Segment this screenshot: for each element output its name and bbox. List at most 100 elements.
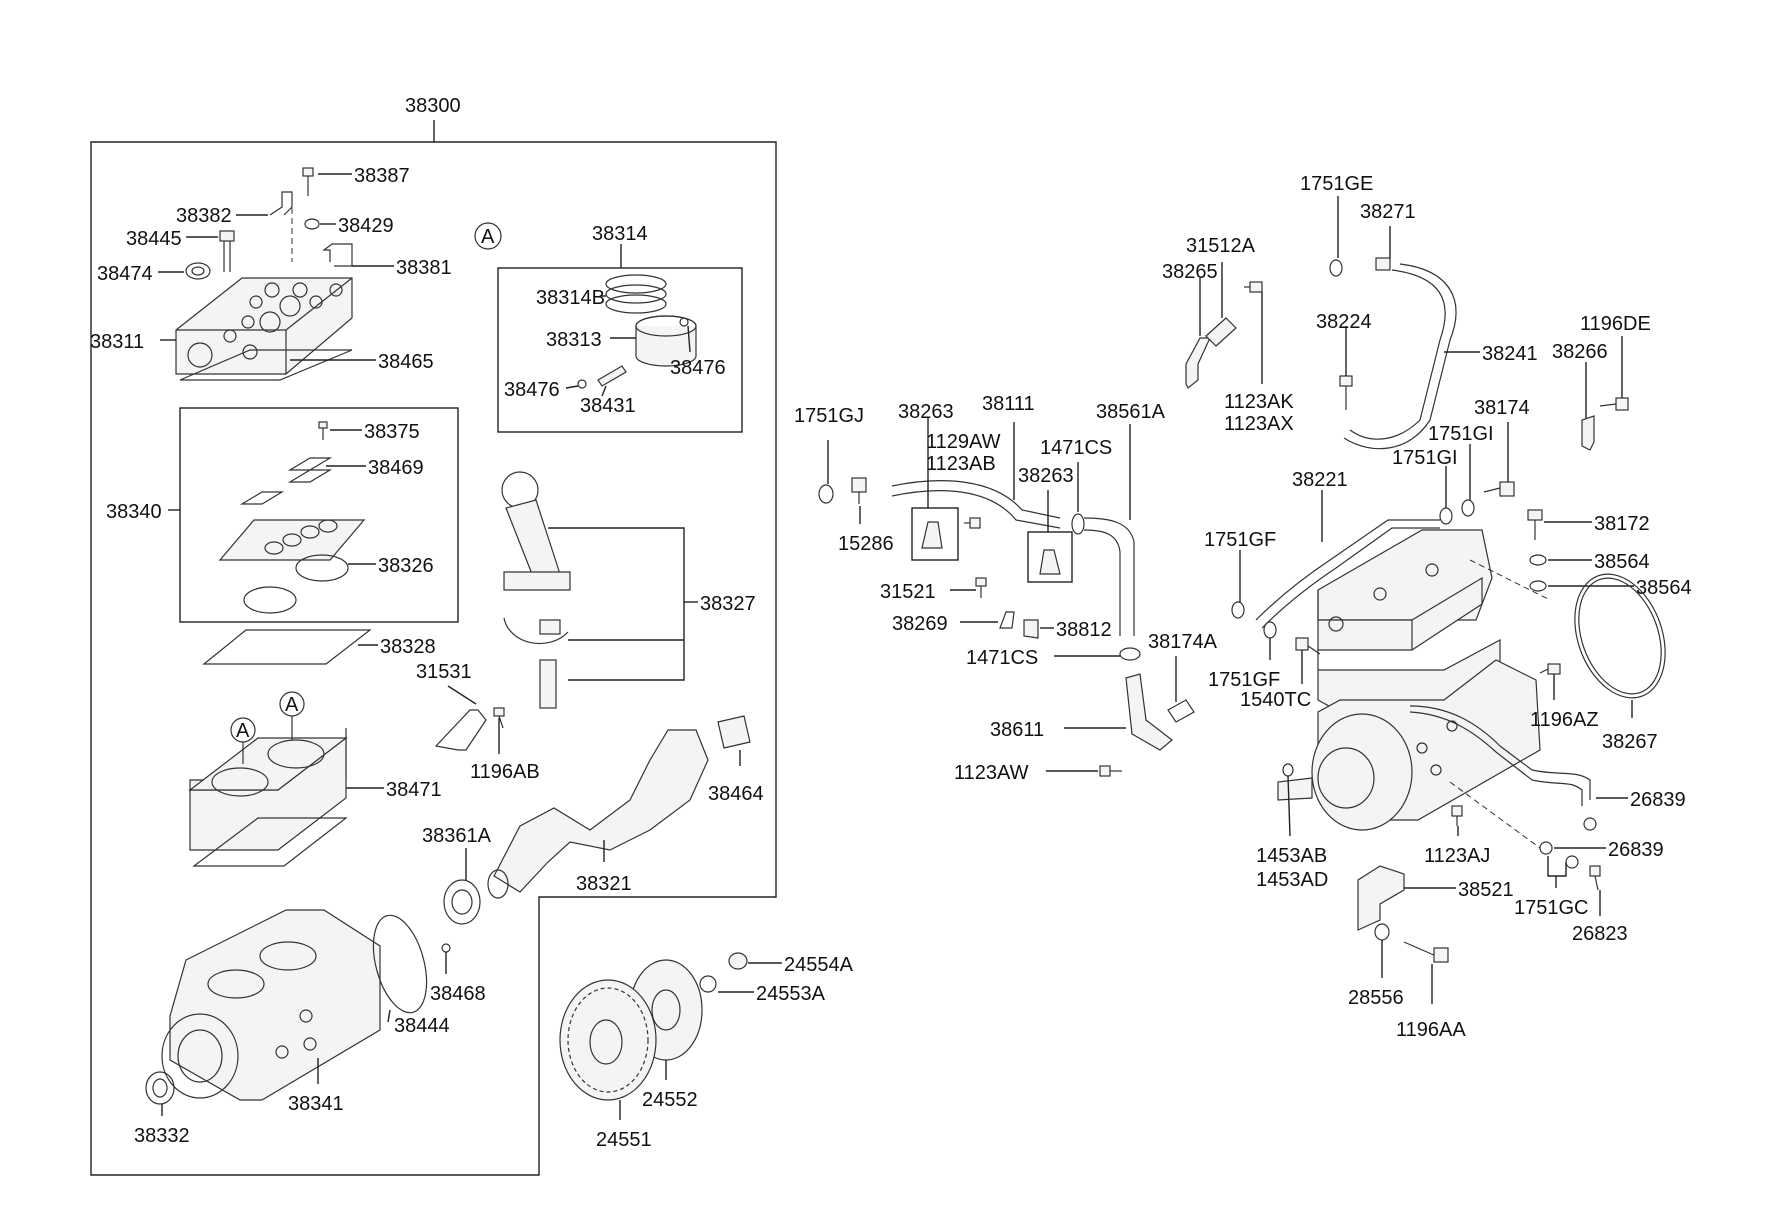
part-label-1540TC[interactable]: 1540TC	[1240, 689, 1311, 711]
part-label-1751GI-a[interactable]: 1751GI	[1428, 423, 1494, 445]
part-label-1453AD[interactable]: 1453AD	[1256, 869, 1328, 891]
part-label-31531[interactable]: 31531	[416, 661, 472, 683]
part-label-1471CS-a[interactable]: 1471CS	[1040, 437, 1112, 459]
part-label-38269[interactable]: 38269	[892, 613, 948, 635]
part-label-1123AJ[interactable]: 1123AJ	[1424, 845, 1490, 867]
part-label-31521[interactable]: 31521	[880, 581, 936, 603]
part-label-1751GI-b[interactable]: 1751GI	[1392, 447, 1458, 469]
part-label-38444[interactable]: 38444	[394, 1015, 450, 1037]
part-label-38111[interactable]: 38111	[982, 393, 1035, 415]
part-label-38326[interactable]: 38326	[378, 555, 434, 577]
part-label-15286[interactable]: 15286	[838, 533, 894, 555]
part-label-24552[interactable]: 24552	[642, 1089, 698, 1111]
part-label-26823[interactable]: 26823	[1572, 923, 1628, 945]
part-label-38266[interactable]: 38266	[1552, 341, 1608, 363]
part-label-1751GF-b[interactable]: 1751GF	[1208, 669, 1280, 691]
part-label-24551[interactable]: 24551	[596, 1129, 652, 1151]
part-label-1123AK[interactable]: 1123AK	[1224, 391, 1294, 413]
part-label-38327[interactable]: 38327	[700, 593, 756, 615]
part-label-38564a[interactable]: 38564	[1594, 551, 1650, 573]
part-label-38561A[interactable]: 38561A	[1096, 401, 1166, 423]
part-label-1123AX[interactable]: 1123AX	[1224, 413, 1294, 435]
hose-clamp-1471CS-a	[1071, 462, 1085, 535]
part-label-38564b[interactable]: 38564	[1636, 577, 1692, 599]
part-label-1751GC[interactable]: 1751GC	[1514, 897, 1589, 919]
part-label-38321[interactable]: 38321	[576, 873, 632, 895]
part-label-38332[interactable]: 38332	[134, 1125, 190, 1147]
part-label-38387[interactable]: 38387	[354, 165, 410, 187]
part-label-38341[interactable]: 38341	[288, 1093, 344, 1115]
washer-38564b	[1529, 580, 1634, 592]
part-label-38174A[interactable]: 38174A	[1148, 631, 1218, 653]
part-label-1129AW[interactable]: 1129AW	[926, 431, 1001, 453]
part-label-38314B[interactable]: 38314B	[536, 287, 605, 309]
part-label-1196DE[interactable]: 1196DE	[1580, 313, 1651, 335]
part-label-38340[interactable]: 38340	[106, 501, 162, 523]
part-label-38174[interactable]: 38174	[1474, 397, 1530, 419]
part-label-38429[interactable]: 38429	[338, 215, 394, 237]
part-label-38465[interactable]: 38465	[378, 351, 434, 373]
part-label-1196AZ[interactable]: 1196AZ	[1530, 709, 1599, 731]
part-label-1123AW[interactable]: 1123AW	[954, 762, 1029, 784]
part-label-38172[interactable]: 38172	[1594, 513, 1650, 535]
part-label-26839b[interactable]: 26839	[1608, 839, 1664, 861]
bracket-38269	[960, 611, 1015, 629]
part-label-38476a[interactable]: 38476	[504, 379, 560, 401]
part-label-1453AB[interactable]: 1453AB	[1256, 845, 1327, 867]
valve-reed-38469	[239, 457, 366, 505]
part-label-38314[interactable]: 38314	[592, 223, 648, 245]
part-label-38469[interactable]: 38469	[368, 457, 424, 479]
part-label-38328[interactable]: 38328	[380, 636, 436, 658]
part-label-38445[interactable]: 38445	[126, 228, 182, 250]
part-label-38382[interactable]: 38382	[176, 205, 232, 227]
part-label-38476b[interactable]: 38476	[670, 357, 726, 379]
part-label-1196AA[interactable]: 1196AA	[1396, 1019, 1466, 1041]
part-label-38271[interactable]: 38271	[1360, 201, 1416, 223]
part-label-38313[interactable]: 38313	[546, 329, 602, 351]
part-label-38361A[interactable]: 38361A	[422, 825, 492, 847]
ref-a-label-1[interactable]: A	[236, 720, 250, 742]
part-label-38224[interactable]: 38224	[1316, 311, 1372, 333]
part-label-38464[interactable]: 38464	[708, 783, 764, 805]
part-label-1196AB[interactable]: 1196AB	[470, 761, 540, 783]
part-label-38474[interactable]: 38474	[97, 263, 153, 285]
part-label-38471[interactable]: 38471	[386, 779, 442, 801]
hose-clamp-1471CS-b	[1054, 647, 1141, 661]
part-label-38265[interactable]: 38265	[1162, 261, 1218, 283]
part-label-1751GE[interactable]: 1751GE	[1300, 173, 1373, 195]
part-label-1123AB[interactable]: 1123AB	[926, 453, 996, 475]
part-label-38431[interactable]: 38431	[580, 395, 636, 417]
part-label-38381[interactable]: 38381	[396, 257, 452, 279]
part-label-38521[interactable]: 38521	[1458, 879, 1514, 901]
part-label-24553A[interactable]: 24553A	[756, 983, 826, 1005]
bolt-1123AW	[1046, 765, 1122, 777]
part-label-38263a[interactable]: 38263	[898, 401, 954, 423]
part-label-38375[interactable]: 38375	[364, 421, 420, 443]
pin-38468	[441, 943, 451, 974]
gasket-38444	[372, 914, 428, 1023]
part-label-26839a[interactable]: 26839	[1630, 789, 1686, 811]
part-label-38300[interactable]: 38300	[405, 95, 461, 117]
bracket-38382	[236, 191, 293, 216]
part-label-1471CS-b[interactable]: 1471CS	[966, 647, 1038, 669]
bolt-1196AA	[1403, 941, 1449, 1004]
part-label-38241[interactable]: 38241	[1482, 343, 1538, 365]
part-label-38267[interactable]: 38267	[1602, 731, 1658, 753]
ref-a-label-3[interactable]: A	[481, 226, 495, 248]
part-label-24554A[interactable]: 24554A	[784, 954, 854, 976]
part-label-38221[interactable]: 38221	[1292, 469, 1348, 491]
part-label-38812[interactable]: 38812	[1056, 619, 1112, 641]
part-label-1751GF-a[interactable]: 1751GF	[1204, 529, 1276, 551]
assembly-boundary	[90, 120, 777, 1176]
compressor-assembly	[1277, 529, 1591, 849]
ref-a-label-2[interactable]: A	[285, 694, 299, 716]
seal-38474	[158, 262, 211, 280]
part-label-1751GJ[interactable]: 1751GJ	[794, 405, 864, 427]
part-label-38611[interactable]: 38611	[990, 719, 1044, 741]
part-label-38311[interactable]: 38311	[90, 331, 144, 353]
part-label-31512A[interactable]: 31512A	[1186, 235, 1256, 257]
part-label-28556[interactable]: 28556	[1348, 987, 1404, 1009]
part-label-38468[interactable]: 38468	[430, 983, 486, 1005]
bracket-31531	[434, 685, 487, 751]
part-label-38263b[interactable]: 38263	[1018, 465, 1074, 487]
